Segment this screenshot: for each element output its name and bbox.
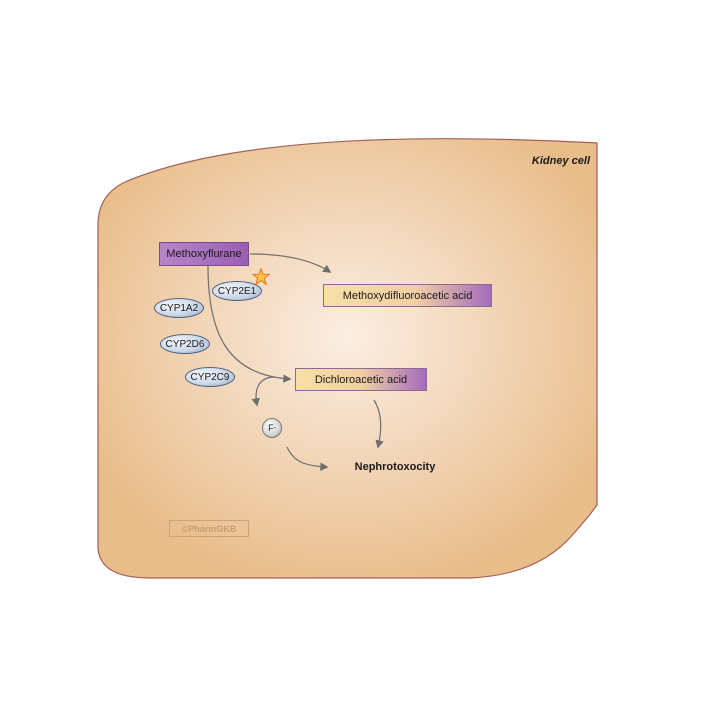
- fluoride-ion: F-: [262, 418, 282, 438]
- fluoride-charge: -: [273, 424, 276, 432]
- enzyme-cyp2e1: CYP2E1: [212, 281, 262, 301]
- kidney-cell-label: Kidney cell: [531, 155, 590, 167]
- kidney-cell-membrane: [97, 138, 598, 579]
- enzyme-cyp2d6: CYP2D6: [160, 334, 210, 354]
- star-icon: [252, 268, 270, 286]
- arrow-dichloroacetic-to-nephrotoxicity: [373, 399, 384, 449]
- arrow-fluoride-to-nephrotoxicity: [286, 446, 329, 471]
- arrow-to-methoxydifluoroacetic-acid: [249, 253, 332, 273]
- arrow-to-fluoride: [251, 376, 276, 407]
- methoxyflurane-box: Methoxyflurane: [159, 242, 249, 266]
- enzyme-cyp2c9: CYP2C9: [185, 367, 235, 387]
- enzyme-cyp1a2: CYP1A2: [154, 298, 204, 318]
- pharmgkb-watermark: ©PharmGKB: [169, 520, 249, 537]
- fluoride-symbol: F: [268, 423, 274, 433]
- nephrotoxicity-label: Nephrotoxocity: [354, 461, 436, 473]
- dichloroacetic-acid-box: Dichloroacetic acid: [295, 368, 427, 391]
- arrow-to-dichloroacetic-acid: [207, 265, 292, 383]
- methoxydifluoroacetic-acid-box: Methoxydifluoroacetic acid: [323, 284, 492, 307]
